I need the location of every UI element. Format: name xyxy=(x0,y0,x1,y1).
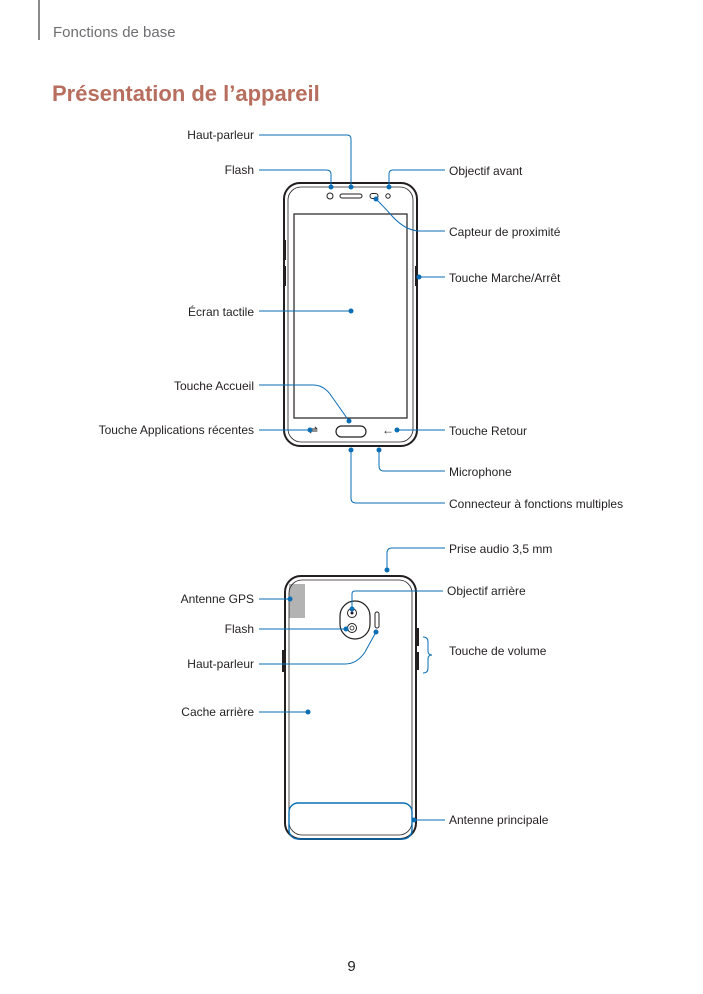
label-front-speaker: Haut-parleur xyxy=(187,128,254,142)
main-antenna-area xyxy=(288,802,413,840)
front-left-button-lower xyxy=(283,266,286,286)
gps-antenna-area xyxy=(289,584,305,618)
label-back-cover: Cache arrière xyxy=(181,705,254,719)
page-number: 9 xyxy=(347,958,356,975)
callout-line-flash xyxy=(259,169,332,187)
callout-bracket-volume-key xyxy=(422,636,433,674)
page-heading: Présentation de l’appareil xyxy=(52,81,320,106)
label-recent-apps-key: Touche Applications récentes xyxy=(99,423,254,437)
label-earphone-jack: Prise audio 3,5 mm xyxy=(449,542,552,556)
front-screen xyxy=(293,213,408,419)
label-home-key: Touche Accueil xyxy=(174,379,254,393)
label-microphone: Microphone xyxy=(449,465,512,479)
front-power-button xyxy=(415,266,418,286)
label-gps-antenna: Antenne GPS xyxy=(181,592,254,606)
label-front-flash: Flash xyxy=(225,163,254,177)
front-device xyxy=(283,182,418,447)
callout-line-speaker xyxy=(259,134,352,187)
front-camera-lens xyxy=(385,193,391,199)
back-callout-dots xyxy=(287,567,417,823)
label-main-antenna: Antenne principale xyxy=(449,813,549,827)
rear-camera-lens-center xyxy=(350,611,354,615)
earpiece-speaker-grille xyxy=(339,193,363,199)
front-body-inner-outline xyxy=(287,186,414,443)
back-callouts xyxy=(259,547,445,821)
front-callout-dots xyxy=(307,184,422,453)
label-rear-flash: Flash xyxy=(225,622,254,636)
label-multipurpose-jack: Connecteur à fonctions multiples xyxy=(449,497,623,511)
front-callouts xyxy=(259,134,445,504)
label-touchscreen: Écran tactile xyxy=(188,304,254,319)
back-body-inner-outline xyxy=(288,579,413,836)
section-title: Fonctions de base xyxy=(53,24,176,41)
home-key xyxy=(335,425,367,438)
back-arrow-icon: ← xyxy=(382,423,394,437)
label-back-key: Touche Retour xyxy=(449,424,527,438)
label-rear-camera: Objectif arrière xyxy=(447,584,526,598)
back-device xyxy=(282,575,419,840)
front-left-button-upper xyxy=(283,240,286,260)
back-left-side-button xyxy=(282,650,285,672)
callout-line-microphone xyxy=(378,450,445,472)
front-flash-lens xyxy=(326,192,334,200)
callout-line-rear-speaker xyxy=(259,631,377,665)
label-proximity-sensor: Capteur de proximité xyxy=(449,225,561,239)
rear-flash-lens xyxy=(347,623,357,633)
header-rule xyxy=(38,0,40,40)
callout-line-rear-camera xyxy=(351,590,443,609)
label-volume-key: Touche de volume xyxy=(449,644,547,658)
callout-line-front-camera xyxy=(388,169,445,187)
volume-button-upper xyxy=(416,628,419,646)
volume-button-lower xyxy=(416,652,419,670)
callout-line-earphone-jack xyxy=(386,547,445,570)
rear-speaker-grille xyxy=(374,611,380,629)
callout-line-proximity xyxy=(375,198,445,232)
label-power-key: Touche Marche/Arrêt xyxy=(449,271,561,285)
front-body-outline xyxy=(283,182,418,447)
callout-line-home-key xyxy=(259,384,350,422)
camera-module xyxy=(339,600,371,640)
rear-flash-lens-inner xyxy=(349,625,355,631)
recent-apps-icon: ⇌ xyxy=(308,423,318,437)
label-rear-speaker: Haut-parleur xyxy=(187,657,254,671)
callout-line-multipurpose-jack xyxy=(350,450,445,504)
label-front-camera: Objectif avant xyxy=(449,164,523,178)
